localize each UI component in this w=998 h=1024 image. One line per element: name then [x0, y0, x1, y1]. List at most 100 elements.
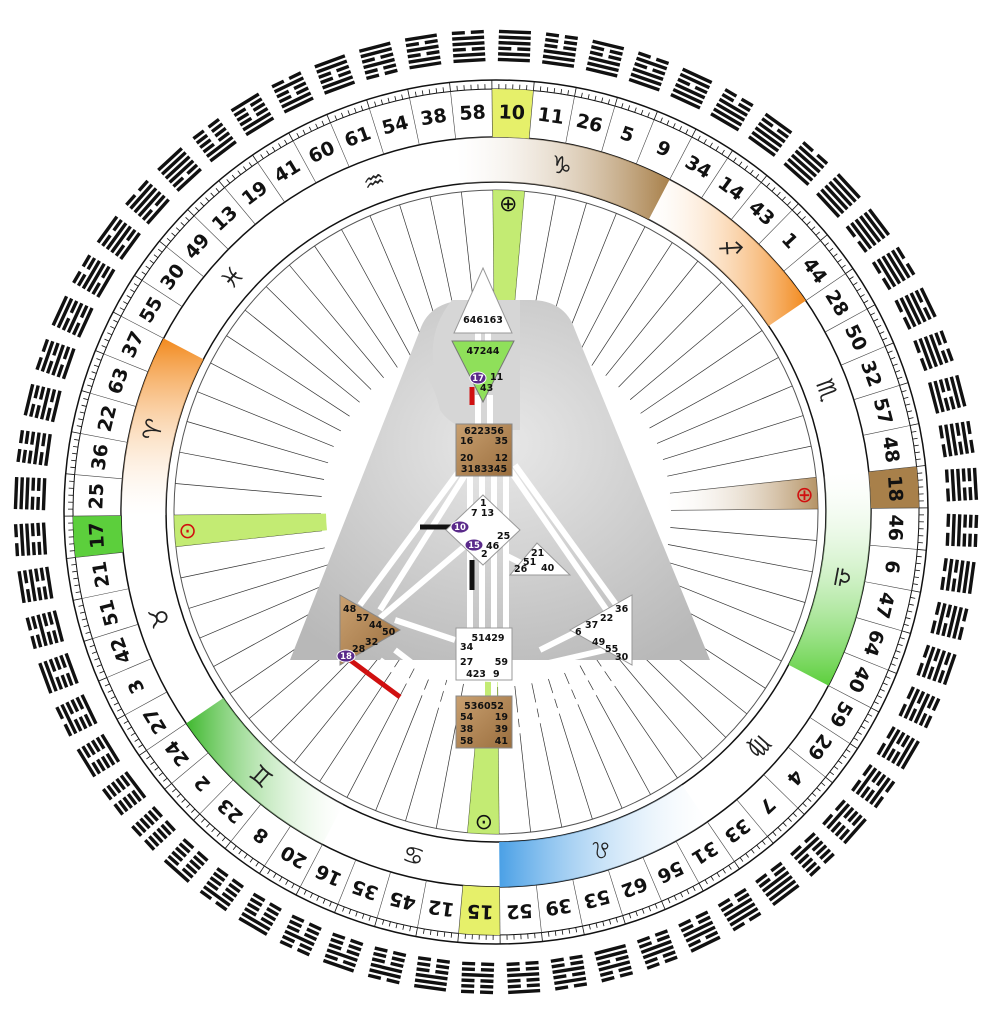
tick-mark: [672, 123, 676, 129]
hexagram-ring: [13, 29, 979, 995]
gate-32: 32: [856, 358, 886, 390]
tick-mark: [334, 904, 339, 913]
gate-10: 10: [498, 101, 525, 124]
solar-plexus-center: [568, 594, 633, 666]
tick-mark: [833, 253, 838, 258]
gate-divider: [864, 581, 912, 591]
tick-mark: [288, 132, 294, 142]
gate-64: 64: [859, 627, 888, 659]
gate-divider: [450, 91, 456, 140]
tick-mark: [905, 403, 911, 406]
tick-mark: [75, 591, 81, 594]
tick-mark: [73, 445, 79, 448]
gate-9: 9: [653, 136, 674, 162]
hexagram-58: [451, 29, 486, 64]
gate-divider: [409, 97, 420, 145]
sun-personality-icon: ⊙: [475, 810, 493, 835]
gate-63: 63: [104, 365, 133, 397]
tick-mark: [561, 929, 564, 935]
hexagram-38: [404, 33, 442, 70]
gate-divider: [730, 182, 762, 221]
hexagram-25: [13, 476, 47, 511]
gate-55: 55: [135, 293, 167, 327]
tick-mark: [602, 921, 605, 927]
tick-mark: [278, 143, 282, 148]
tick-mark: [750, 849, 755, 854]
tick-mark: [824, 242, 829, 247]
hexagram-8: [199, 867, 245, 912]
tick-mark: [710, 876, 714, 881]
tick-mark: [856, 288, 862, 292]
spleen-gate-32: 32: [365, 637, 378, 648]
hexagram-52: [506, 960, 541, 995]
root-row1: 536052: [464, 701, 504, 712]
gate-divider: [166, 246, 205, 278]
tick-mark: [79, 411, 85, 414]
tick-mark: [181, 798, 186, 803]
throat-center: [455, 423, 513, 477]
tick-mark: [374, 917, 378, 927]
tick-mark: [761, 840, 766, 845]
tick-mark: [917, 549, 927, 551]
gate-divider: [199, 779, 234, 815]
gate-15: 15: [467, 900, 494, 923]
hexagram-21: [17, 566, 54, 604]
sign-aquarius: ♒: [359, 164, 389, 198]
tick-mark: [402, 924, 405, 930]
heart-gate-26: 26: [514, 564, 528, 575]
spoke: [579, 665, 651, 795]
tick-mark: [238, 849, 243, 855]
spoke: [175, 483, 322, 497]
tick-mark: [628, 913, 632, 919]
tick-mark: [901, 390, 907, 393]
gate-divider: [146, 723, 187, 751]
spoke: [640, 330, 763, 414]
throat-row3b: 12: [495, 453, 508, 464]
tick-mark: [857, 731, 862, 735]
tick-mark: [272, 146, 276, 152]
tick-mark: [691, 128, 697, 138]
tick-mark: [104, 683, 110, 687]
tick-mark: [698, 882, 704, 892]
tick-mark: [326, 114, 331, 123]
hexagram-61: [314, 54, 356, 95]
hexagram-10: [497, 29, 532, 63]
tick-mark: [915, 458, 921, 461]
tick-mark: [739, 857, 744, 862]
tick-mark: [321, 120, 325, 126]
sign-band-libra: [788, 471, 871, 686]
tick-mark: [295, 886, 301, 896]
hexagram-54: [358, 41, 398, 81]
tick-mark: [837, 259, 842, 263]
tick-mark: [130, 289, 135, 293]
sign-pisces: ♓: [215, 260, 250, 295]
sacral-row3: 423: [466, 669, 486, 680]
spoke: [226, 335, 350, 417]
tick-mark: [661, 901, 666, 910]
tick-mark: [899, 637, 905, 640]
spoke: [197, 391, 334, 447]
sign-band-leo: [499, 784, 708, 887]
gate-divider: [853, 385, 900, 400]
gate-58: 58: [459, 101, 487, 125]
tick-mark: [816, 787, 821, 792]
tick-mark: [279, 876, 283, 882]
gate-divider: [120, 315, 164, 339]
tick-mark: [745, 853, 749, 858]
tick-mark: [157, 248, 163, 253]
tick-mark: [284, 139, 288, 145]
root-gate-39: 39: [495, 724, 508, 735]
tick-mark: [176, 793, 181, 798]
badge-10: 10: [450, 520, 470, 534]
tick-mark: [860, 725, 866, 729]
tick-mark: [154, 766, 159, 771]
sign-cancer: ♋: [400, 839, 427, 871]
tick-mark: [193, 813, 201, 821]
tick-mark: [811, 792, 817, 797]
tick-mark: [560, 89, 563, 95]
tick-mark: [766, 182, 771, 188]
tick-mark: [776, 191, 781, 197]
tick-mark: [252, 154, 258, 163]
hexagram-28: [871, 246, 916, 291]
hexagram-5: [628, 51, 670, 92]
